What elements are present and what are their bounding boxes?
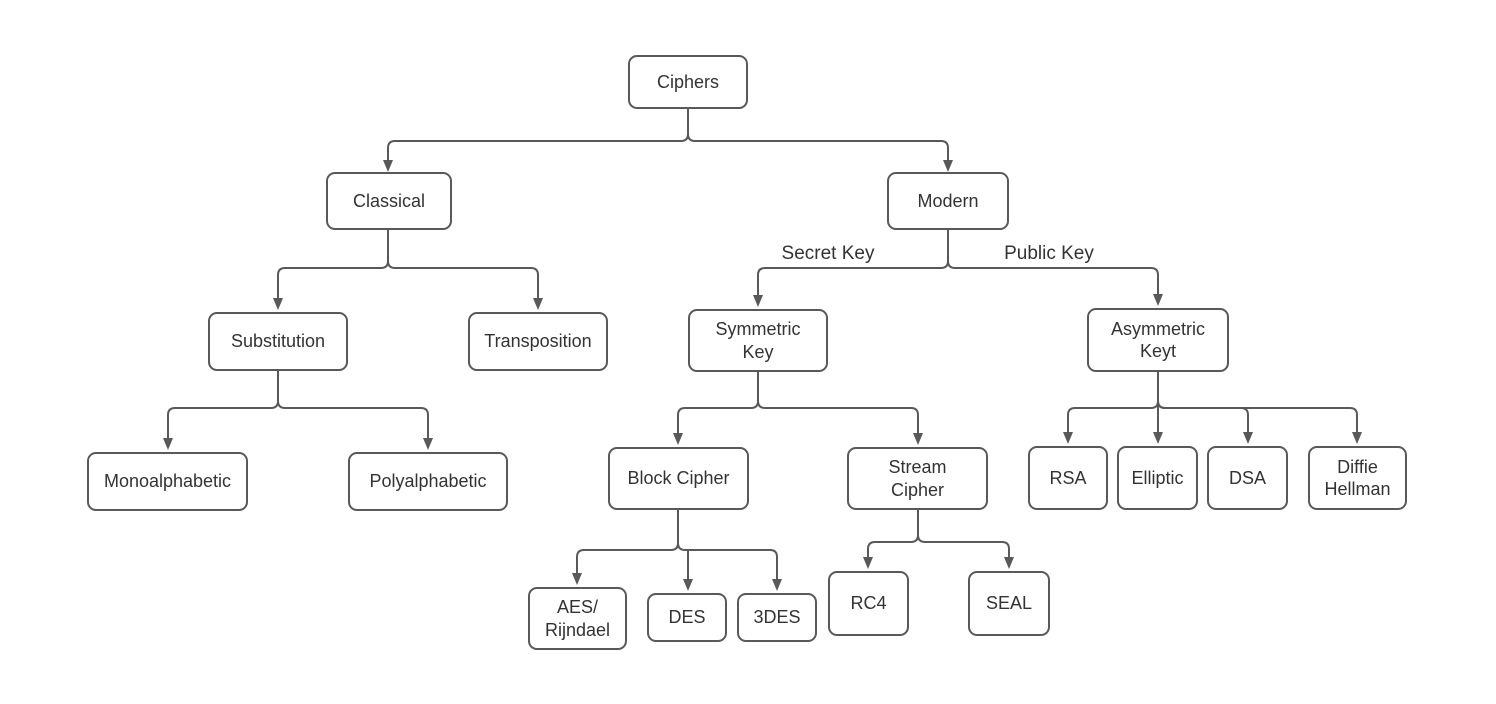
edge-ciphers-classical <box>383 109 689 172</box>
edge-classical-substitution <box>273 230 389 310</box>
edge-classical-transposition <box>387 230 543 310</box>
node-asymmetric-key: Asymmetric Keyt <box>1087 308 1229 372</box>
edge-asymmetric-rsa <box>1063 372 1159 444</box>
node-elliptic: Elliptic <box>1117 446 1198 510</box>
node-classical: Classical <box>326 172 452 230</box>
node-seal: SEAL <box>968 571 1050 636</box>
edge-stream-seal <box>917 510 1014 569</box>
edge-block-3des <box>677 510 782 591</box>
node-symmetric-key: Symmetric Key <box>688 309 828 372</box>
node-stream-cipher: Stream Cipher <box>847 447 988 510</box>
edge-ciphers-modern <box>687 109 953 172</box>
node-polyalphabetic: Polyalphabetic <box>348 452 508 511</box>
node-monoalphabetic: Monoalphabetic <box>87 452 248 511</box>
node-block-cipher: Block Cipher <box>608 447 749 510</box>
node-rsa: RSA <box>1028 446 1108 510</box>
edge-asymmetric-dsa <box>1157 372 1253 444</box>
node-rc4: RC4 <box>828 571 909 636</box>
node-ciphers: Ciphers <box>628 55 748 109</box>
edge-label-public-key: Public Key <box>1004 243 1094 264</box>
node-substitution: Substitution <box>208 312 348 371</box>
edge-symmetric-stream-cipher <box>757 372 923 445</box>
edge-stream-rc4 <box>863 510 919 569</box>
edge-symmetric-block-cipher <box>673 372 759 445</box>
edge-modern-asymmetric-key <box>947 230 1163 306</box>
node-diffie-hellman: Diffie Hellman <box>1308 446 1407 510</box>
node-transposition: Transposition <box>468 312 608 371</box>
edge-block-aes-rijndael <box>572 510 679 585</box>
edge-label-secret-key: Secret Key <box>781 243 875 264</box>
node-des: DES <box>647 593 727 642</box>
node-modern: Modern <box>887 172 1009 230</box>
node-aes-rijndael: AES/ Rijndael <box>528 587 627 650</box>
edge-asymmetric-diffie-hellman <box>1157 372 1362 444</box>
node-dsa: DSA <box>1207 446 1288 510</box>
node-3des: 3DES <box>737 593 817 642</box>
edge-substitution-polyalphabetic <box>277 371 433 450</box>
edge-substitution-monoalphabetic <box>163 371 279 450</box>
